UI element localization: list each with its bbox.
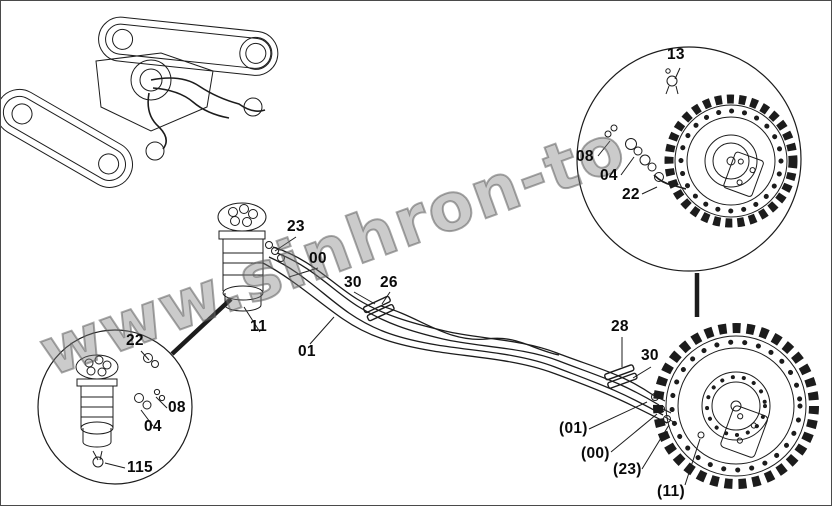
- part-label-00-paren: (00): [581, 445, 610, 462]
- part-label-30-br: 30: [641, 347, 659, 364]
- swivel-joint-drawing: [217, 202, 285, 312]
- part-label-01-paren: (01): [559, 420, 588, 437]
- part-label-22-tr: 22: [622, 186, 640, 203]
- track-frame-drawing: [1, 16, 279, 188]
- left-detail-circle: [37, 329, 193, 485]
- part-label-11: 11: [250, 318, 267, 335]
- part-label-30-center: 30: [344, 274, 362, 291]
- part-label-04-bl: 04: [144, 418, 162, 435]
- part-label-01: 01: [298, 343, 316, 360]
- part-label-11-paren: (11): [657, 483, 685, 500]
- part-label-00: 00: [309, 250, 327, 267]
- part-label-04-tr: 04: [600, 167, 618, 184]
- final-drive-drawing: [651, 323, 819, 489]
- right-detail-circle: [576, 46, 802, 272]
- part-label-08-tr: 08: [576, 148, 594, 165]
- part-label-23: 23: [287, 218, 305, 235]
- part-label-13: 13: [667, 46, 685, 63]
- callout-leader-lines: [104, 67, 701, 486]
- detail-pointer-lines: [170, 273, 700, 356]
- hydraulic-hoses: [262, 246, 668, 424]
- part-label-22-bl: 22: [126, 332, 144, 349]
- part-label-26: 26: [380, 274, 398, 291]
- part-label-28: 28: [611, 318, 629, 335]
- part-label-08-bl: 08: [168, 399, 186, 416]
- hose-clamp-center: [362, 295, 395, 322]
- part-label-115: 115: [127, 459, 153, 476]
- part-label-23-paren: (23): [613, 461, 642, 478]
